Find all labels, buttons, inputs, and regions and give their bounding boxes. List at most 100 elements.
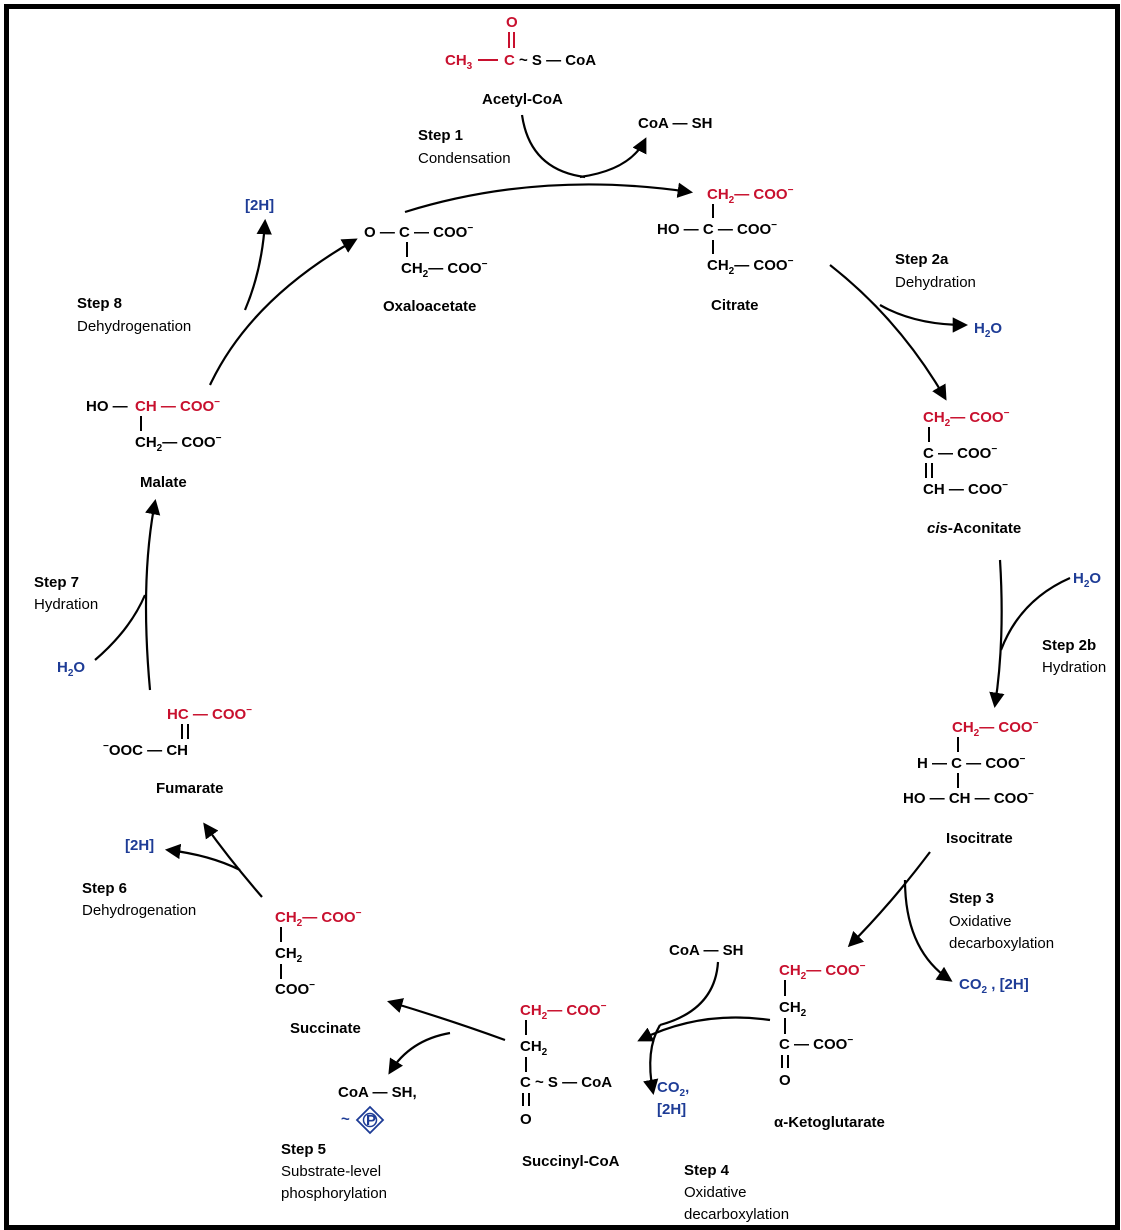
- citrate: CH2— COO− HO — C — COO− CH2— COO− Citrat…: [657, 185, 794, 314]
- succinate-label: Succinate: [290, 1020, 361, 1037]
- arrow-step8: [209, 238, 358, 386]
- 2h-product-step8: [2H]: [245, 197, 274, 214]
- svg-text:phosphorylation: phosphorylation: [281, 1185, 387, 1202]
- svg-text:CH — COO−: CH — COO−: [135, 397, 220, 415]
- isocitrate: CH2— COO− H — C — COO− HO — CH — COO− Is…: [903, 718, 1039, 847]
- svg-text:decarboxylation: decarboxylation: [684, 1206, 789, 1223]
- svg-text:HO — CH — COO−: HO — CH — COO−: [903, 789, 1034, 807]
- water-reactant-step7: H2O: [57, 659, 85, 679]
- arrow-step7: [144, 498, 161, 691]
- alpha-ketoglutarate: CH2— COO− CH2 C — COO− O α-Ketoglutarate: [774, 961, 885, 1131]
- arrow-step3: [847, 851, 931, 948]
- svg-text:CH2— COO−: CH2— COO−: [520, 1001, 607, 1022]
- 2h-product-step6: [2H]: [125, 837, 154, 854]
- arrow-2h-out-step6: [164, 843, 241, 871]
- arrow-h2o-in-step7: [94, 594, 147, 661]
- svg-text:CH2— COO−: CH2— COO−: [779, 961, 866, 982]
- svg-text:CH2— COO−: CH2— COO−: [952, 718, 1039, 739]
- fumarate: HC — COO− −OOC — CH Fumarate: [103, 705, 252, 797]
- phosphate-icon: ~ P: [341, 1105, 385, 1135]
- svg-text:Step 3: Step 3: [949, 890, 994, 907]
- arrow-coash-out-step5: [388, 1031, 451, 1075]
- step-2a-label: Step 2a Dehydration: [895, 251, 976, 291]
- svg-text:Dehydration: Dehydration: [895, 274, 976, 291]
- arrow-h2o-out: [879, 304, 969, 333]
- svg-text:COO−: COO−: [275, 980, 315, 998]
- svg-text:Dehydrogenation: Dehydrogenation: [77, 318, 191, 335]
- svg-text:CH2— COO−: CH2— COO−: [707, 185, 794, 206]
- water-reactant-step2b: H2O: [1073, 570, 1101, 590]
- svg-text:Dehydrogenation: Dehydrogenation: [82, 902, 196, 919]
- arrow-co2-out-step4: [643, 1024, 661, 1096]
- fumarate-label: Fumarate: [156, 780, 224, 797]
- svg-text:−OOC — CH: −OOC — CH: [103, 741, 188, 759]
- svg-text:~ S — CoA: ~ S — CoA: [519, 52, 596, 69]
- succinate: CH2— COO− CH2 COO− Succinate: [275, 908, 362, 1037]
- co2-2h-product-step3: CO2 , [2H]: [959, 976, 1029, 996]
- svg-text:Substrate-level: Substrate-level: [281, 1163, 381, 1180]
- svg-text:decarboxylation: decarboxylation: [949, 935, 1054, 952]
- cis-aconitate-label: cis-Aconitate: [927, 520, 1021, 537]
- svg-text:Hydration: Hydration: [1042, 659, 1106, 676]
- svg-text:HO — C — COO−: HO — C — COO−: [657, 220, 777, 238]
- svg-text:O: O: [506, 14, 518, 31]
- step-8-label: Step 8 Dehydrogenation: [77, 295, 191, 335]
- svg-text:Step 7: Step 7: [34, 574, 79, 591]
- svg-text:HO —: HO —: [86, 398, 128, 415]
- svg-text:CH2— COO−: CH2— COO−: [275, 908, 362, 929]
- arrow-step4: [637, 1016, 771, 1042]
- succinyl-coa-label: Succinyl-CoA: [522, 1153, 620, 1170]
- oxaloacetate: O — C — COO− CH2— COO− Oxaloacetate: [364, 223, 488, 315]
- svg-text:CH — COO−: CH — COO−: [923, 480, 1008, 498]
- svg-text:CH2— COO−: CH2— COO−: [401, 259, 488, 280]
- citrate-label: Citrate: [711, 297, 759, 314]
- svg-text:Step 5: Step 5: [281, 1141, 326, 1158]
- reaction-arrows: [94, 114, 1071, 1096]
- svg-text:HC — COO−: HC — COO−: [167, 705, 252, 723]
- malate: HO — CH — COO− CH2— COO− Malate: [86, 397, 222, 491]
- diagram-frame: [4, 4, 1120, 1230]
- coa-sh-reactant-step4: CoA — SH: [669, 942, 743, 959]
- svg-text:Step 1: Step 1: [418, 127, 463, 144]
- svg-text:Step 8: Step 8: [77, 295, 122, 312]
- cis-aconitate: CH2— COO− C — COO− CH — COO− cis-Aconita…: [923, 408, 1021, 537]
- water-product-step2a: H2O: [974, 320, 1002, 340]
- h2-product-step4: [2H]: [657, 1101, 686, 1118]
- svg-text:H — C — COO−: H — C — COO−: [917, 754, 1026, 772]
- svg-text:CH2: CH2: [520, 1038, 548, 1058]
- svg-text:~: ~: [341, 1111, 350, 1128]
- oxaloacetate-label: Oxaloacetate: [383, 298, 476, 315]
- svg-text:Condensation: Condensation: [418, 150, 511, 167]
- step-3-label: Step 3 Oxidative decarboxylation: [949, 890, 1054, 952]
- step-5-label: Step 5 Substrate-level phosphorylation: [281, 1141, 387, 1202]
- arrow-step5: [387, 998, 506, 1042]
- svg-text:CH2: CH2: [275, 945, 303, 965]
- arrow-step1: [404, 182, 694, 214]
- step-1-label: Step 1 Condensation: [418, 127, 511, 167]
- arrow-step2a: [829, 264, 947, 401]
- svg-text:Oxidative: Oxidative: [949, 913, 1012, 930]
- arrow-coash-in-step4: [659, 961, 720, 1027]
- arrow-acetyl-in: [520, 114, 586, 179]
- svg-text:C — COO−: C — COO−: [923, 444, 997, 462]
- malate-label: Malate: [140, 474, 187, 491]
- svg-text:P: P: [366, 1112, 376, 1129]
- step-7-label: Step 7 Hydration: [34, 574, 98, 613]
- svg-text:CH3: CH3: [445, 52, 473, 72]
- svg-text:Oxidative: Oxidative: [684, 1184, 747, 1201]
- alpha-ketoglutarate-label: α-Ketoglutarate: [774, 1114, 885, 1131]
- svg-text:Step 2a: Step 2a: [895, 251, 949, 268]
- svg-text:Step 2b: Step 2b: [1042, 637, 1096, 654]
- svg-text:O: O: [520, 1111, 532, 1128]
- svg-text:CH2: CH2: [779, 999, 807, 1019]
- svg-text:CH2— COO−: CH2— COO−: [707, 256, 794, 277]
- svg-text:C ~ S — CoA: C ~ S — CoA: [520, 1074, 612, 1091]
- svg-text:O — C — COO−: O — C — COO−: [364, 223, 473, 241]
- arrow-step2b: [989, 559, 1005, 709]
- svg-text:C — COO−: C — COO−: [779, 1035, 853, 1053]
- acetyl-coa-label: Acetyl-CoA: [482, 91, 563, 108]
- arrow-coash-out: [579, 137, 647, 179]
- acetyl-coa: O CH3 C ~ S — CoA Acetyl-CoA: [445, 14, 596, 108]
- svg-text:C: C: [504, 52, 515, 69]
- svg-text:O: O: [779, 1072, 791, 1089]
